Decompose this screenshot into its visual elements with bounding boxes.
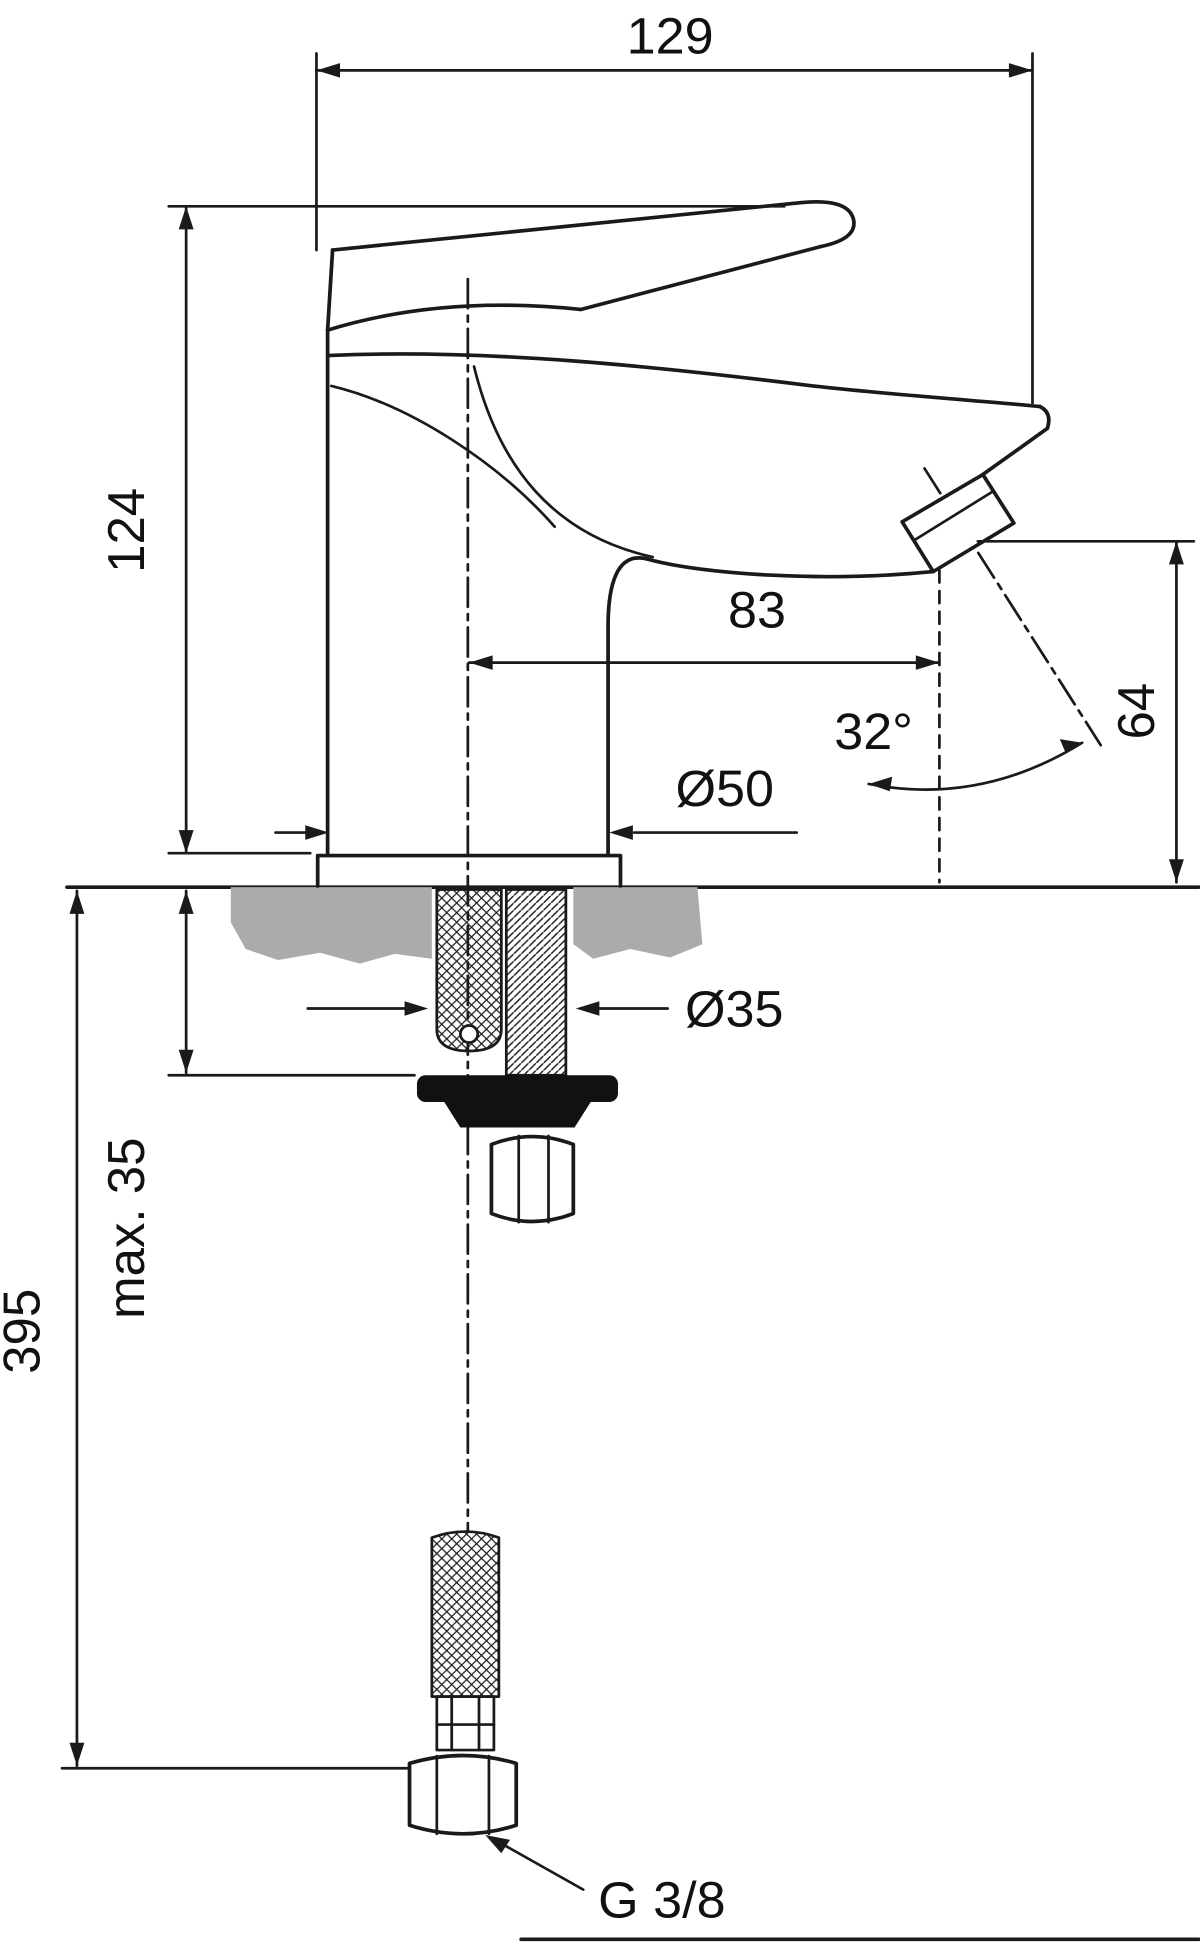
flex-hose-section <box>435 888 503 1053</box>
lever-tip <box>798 200 856 249</box>
arrowhead <box>178 206 194 230</box>
dimension-base-diameter: Ø50 <box>274 759 799 840</box>
counter-section-right <box>573 887 703 959</box>
thread-label: G 3/8 <box>598 1871 725 1928</box>
faucet-body <box>315 200 1051 888</box>
cartridge-dome <box>325 303 583 332</box>
arrowhead <box>69 1742 85 1766</box>
hose-core-circle <box>459 1024 480 1044</box>
dimension-max-deck-thickness: max. 35 <box>96 889 416 1319</box>
arrowhead <box>915 655 940 670</box>
dimension-label: max. 35 <box>96 1138 155 1319</box>
arrowhead <box>178 830 194 854</box>
arrowhead <box>609 825 633 840</box>
braided-hose <box>430 1530 501 1698</box>
dimension-spout-reach: 83 <box>467 581 941 670</box>
body-contour-curve-2 <box>329 384 557 529</box>
mounting-washer <box>416 1075 618 1102</box>
dimension-label: Ø50 <box>675 759 773 816</box>
spout-top-edge <box>325 352 1042 409</box>
hose-connection-nut <box>407 1753 519 1836</box>
dimension-hose-length: 395 <box>0 889 411 1770</box>
arrowhead <box>1059 739 1083 754</box>
lever-left-face <box>325 248 335 332</box>
arrowhead <box>1168 859 1184 883</box>
lever-top-edge <box>330 200 803 252</box>
arrowhead <box>1168 541 1184 565</box>
leader-line <box>499 1842 585 1891</box>
arrowhead <box>469 655 493 670</box>
aerator <box>900 472 1016 574</box>
counter-section-left <box>230 887 432 964</box>
arrowhead <box>404 1001 429 1016</box>
dimension-outlet-height: 64 <box>976 539 1196 884</box>
dimension-shank-diameter: Ø35 <box>306 980 783 1038</box>
supply-shank <box>435 888 568 1077</box>
countertop-deck <box>65 885 1200 964</box>
angle-arc <box>867 741 1084 791</box>
hose-nut-facets <box>435 1754 491 1836</box>
dimension-label: 64 <box>1107 683 1166 740</box>
dimension-label: 129 <box>627 7 714 64</box>
dimension-label: 395 <box>0 1289 51 1374</box>
aerator-inner-line <box>913 490 995 542</box>
lever-bottom-edge <box>578 244 824 312</box>
dimension-overall-length: 129 <box>315 7 1034 405</box>
arrowhead <box>868 776 893 792</box>
dimension-label: 83 <box>728 581 786 638</box>
dimension-spray-angle: 32° <box>834 702 1084 792</box>
arrowhead <box>1008 63 1033 78</box>
arrowhead <box>178 1049 194 1073</box>
spout-underside <box>606 556 936 858</box>
arrowhead <box>178 890 194 914</box>
dimension-body-height: 124 <box>96 204 786 855</box>
arrowhead <box>485 1834 511 1854</box>
dimension-label: 124 <box>96 488 155 573</box>
ferrule-detail-lines <box>435 1695 496 1752</box>
arrowhead <box>316 63 341 78</box>
mounting-seal-cone <box>444 1101 591 1128</box>
threaded-stud <box>504 888 568 1077</box>
arrowhead <box>575 1001 600 1016</box>
spout-tip-face <box>980 404 1051 477</box>
base-flange <box>315 853 623 888</box>
angle-label: 32° <box>834 702 913 759</box>
mounting-nut-facets <box>517 1134 550 1224</box>
arrowhead <box>69 890 85 914</box>
body-contour-curve-1 <box>472 365 655 559</box>
flex-hose-end <box>407 1530 519 1836</box>
thread-size-callout: G 3/8 <box>485 1834 726 1928</box>
mounting-hardware <box>416 1075 618 1224</box>
mounting-nut <box>489 1134 576 1224</box>
dimension-label: Ø35 <box>685 980 783 1037</box>
arrowhead <box>305 825 329 840</box>
